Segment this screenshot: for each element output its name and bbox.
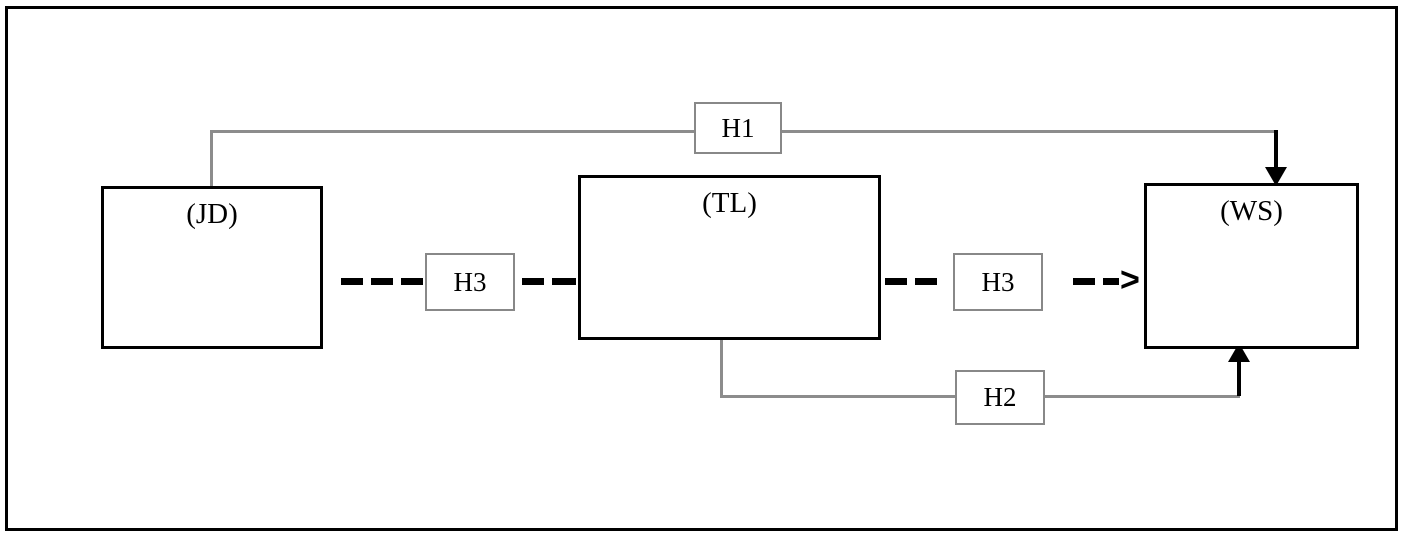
dash-segment xyxy=(1073,278,1095,285)
dash-segment xyxy=(371,278,393,285)
node-tl[interactable]: (TL) xyxy=(578,175,881,340)
node-jd-label: (JD) xyxy=(186,198,238,230)
h2-connector-horizontal-right xyxy=(1043,395,1240,398)
dash-segment xyxy=(915,278,937,285)
dash-segment xyxy=(401,278,423,285)
dash-segment xyxy=(552,278,576,285)
h1-connector-horizontal-right xyxy=(780,130,1276,133)
edge-label-h3-right[interactable]: H3 xyxy=(953,253,1043,311)
h1-connector-horizontal-left xyxy=(210,130,696,133)
node-ws[interactable]: (WS) xyxy=(1144,183,1359,349)
h1-connector-vertical-right xyxy=(1274,130,1278,172)
dash-segment xyxy=(885,278,907,285)
edge-label-h3-left[interactable]: H3 xyxy=(425,253,515,311)
h2-connector-vertical-left xyxy=(720,340,723,398)
diagram-frame xyxy=(5,6,1398,531)
node-jd[interactable]: (JD) xyxy=(101,186,323,349)
arrow-right-icon: > xyxy=(1120,261,1140,299)
h1-connector-vertical-left xyxy=(210,132,213,188)
h1-arrowhead-icon xyxy=(1265,167,1287,186)
dash-segment xyxy=(522,278,544,285)
edge-label-h2[interactable]: H2 xyxy=(955,370,1045,425)
h2-connector-horizontal-left xyxy=(720,395,957,398)
edge-label-h1[interactable]: H1 xyxy=(694,102,782,154)
dash-segment xyxy=(1103,278,1119,285)
h2-connector-vertical-right xyxy=(1237,362,1241,396)
dash-segment xyxy=(341,278,363,285)
node-ws-label: (WS) xyxy=(1220,195,1283,227)
node-tl-label: (TL) xyxy=(702,187,757,219)
